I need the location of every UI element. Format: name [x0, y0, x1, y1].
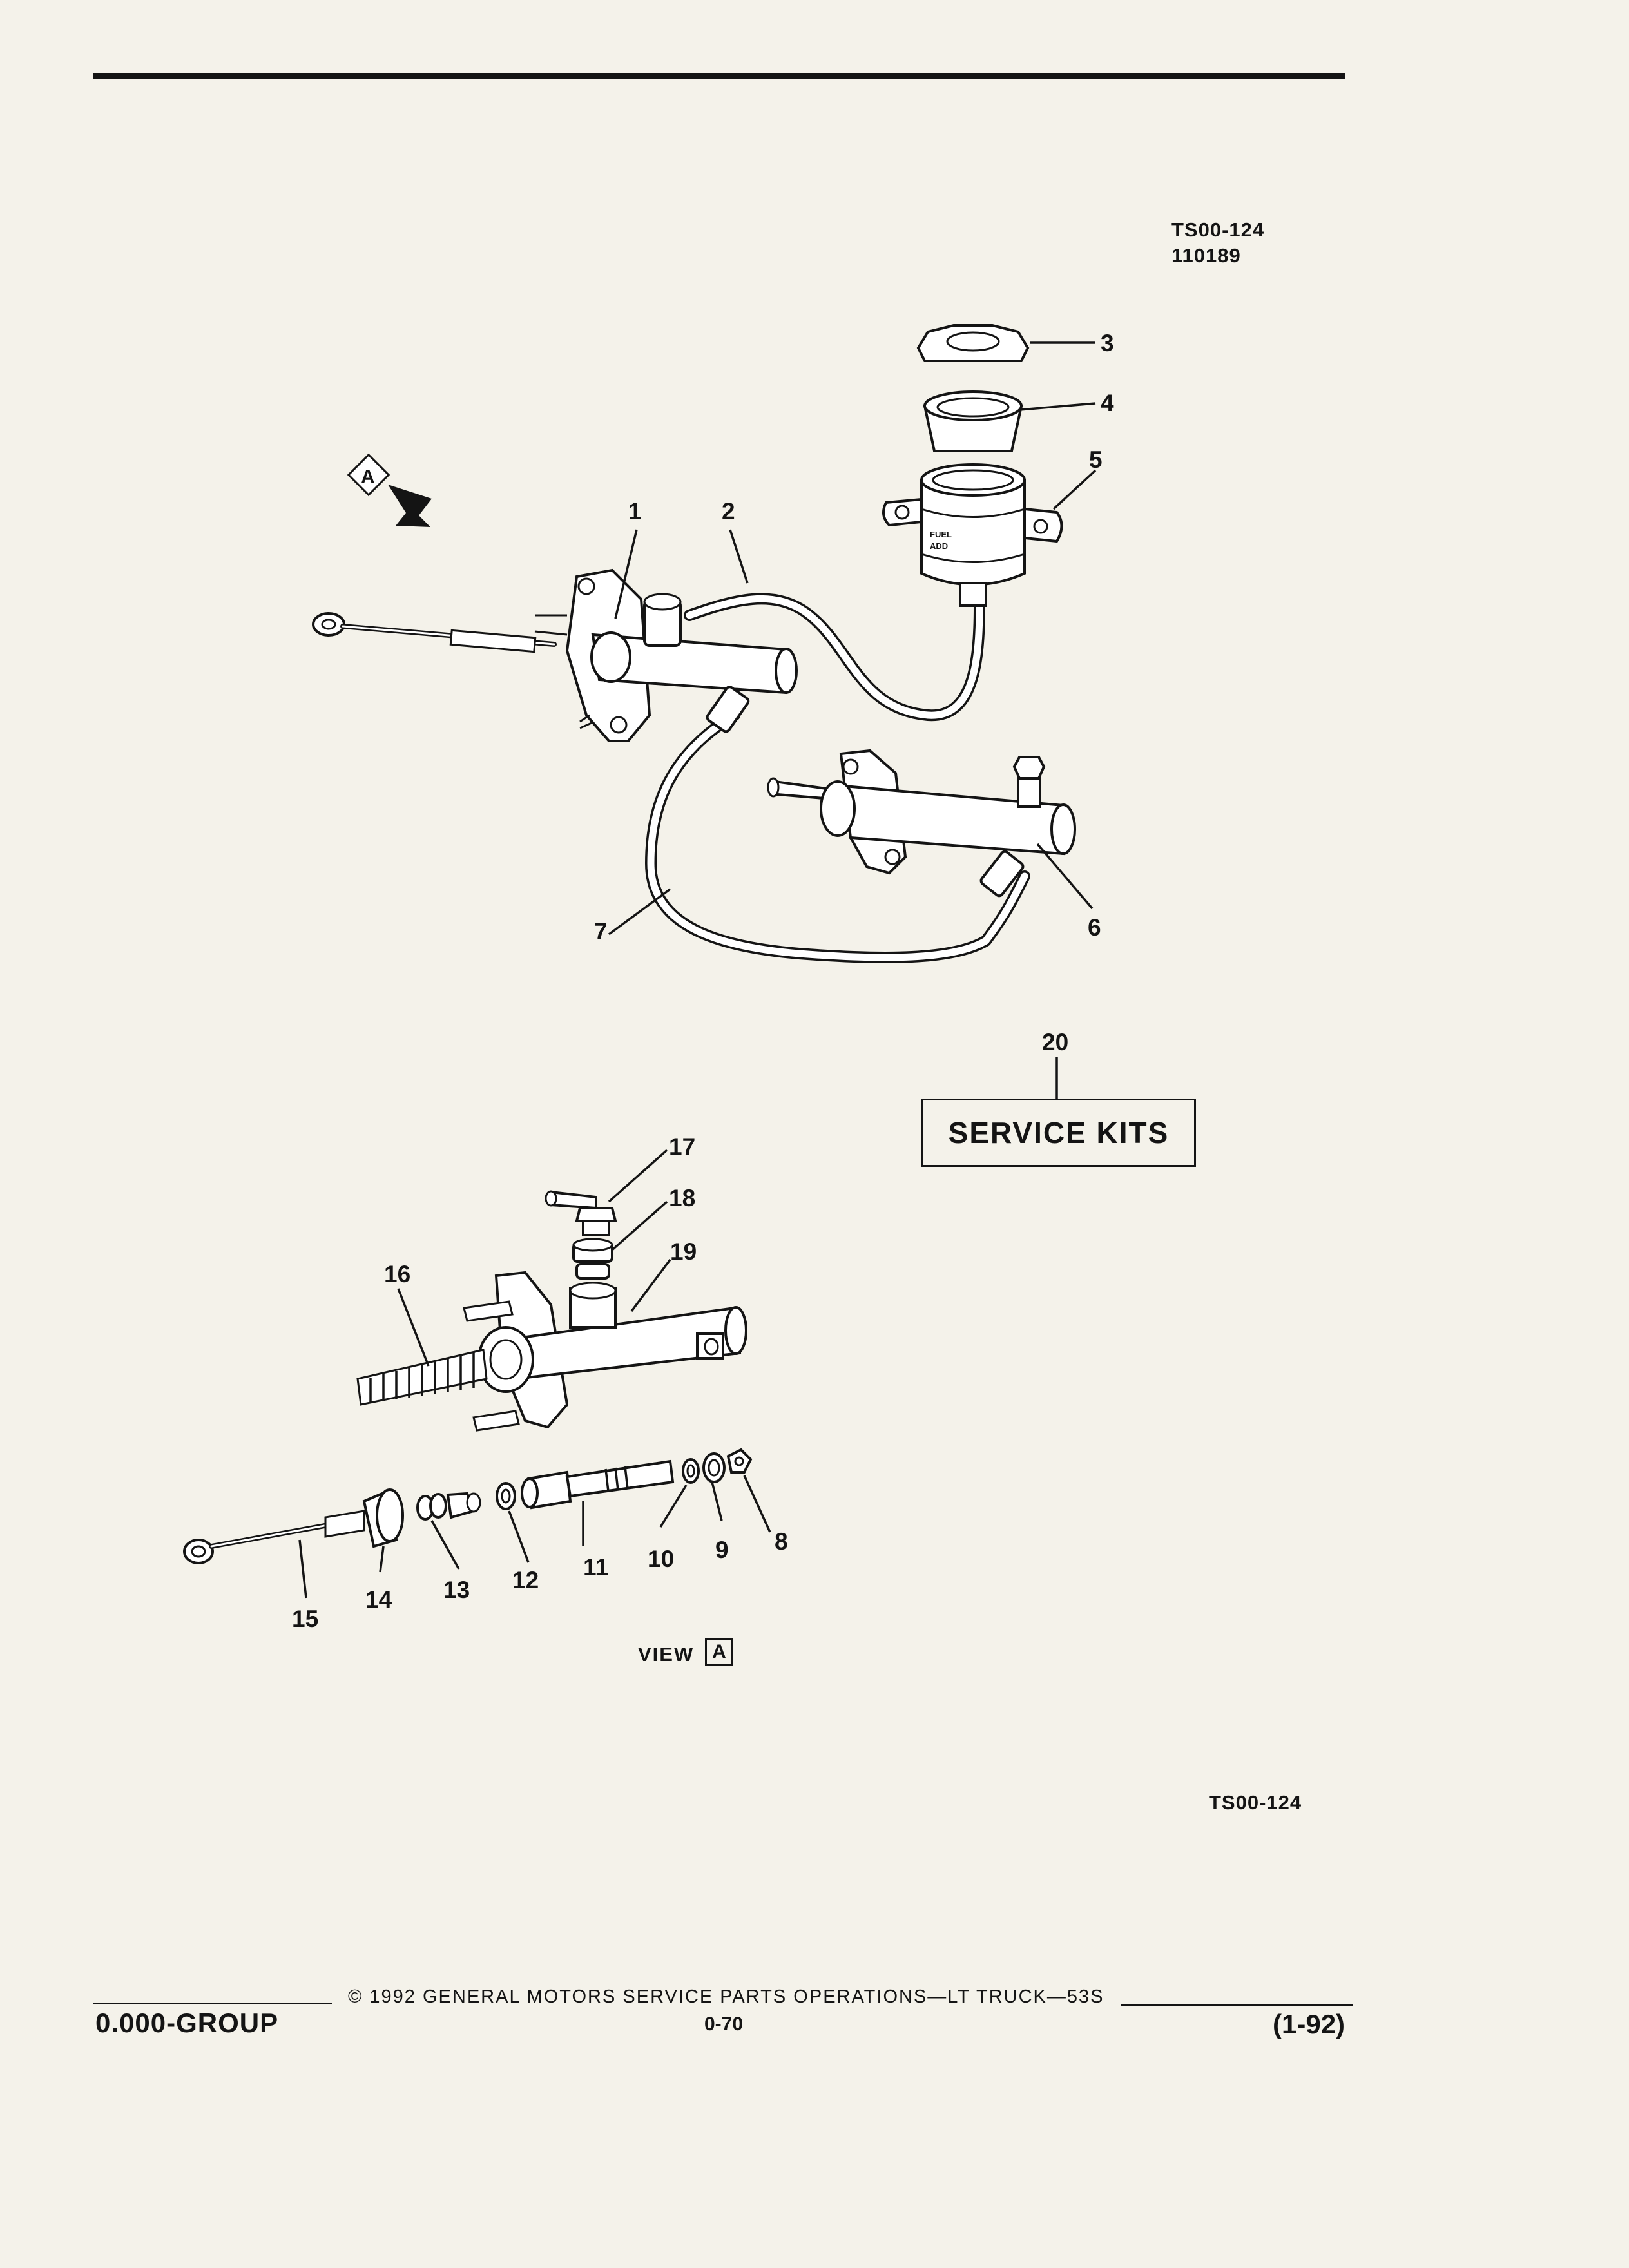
master-push-rod — [312, 612, 557, 653]
reservoir-add-mark: ADD — [930, 541, 948, 551]
master-cylinder-body — [463, 1271, 747, 1432]
view-letter-box: A — [705, 1638, 733, 1666]
service-kits-box: SERVICE KITS — [921, 1099, 1196, 1167]
snap-ring — [726, 1448, 753, 1474]
copyright-line: © 1992 GENERAL MOTORS SERVICE PARTS OPER… — [348, 1986, 1104, 2007]
callout-13: 13 — [443, 1577, 470, 1603]
reservoir-cap — [916, 324, 1030, 362]
fitting-seal — [572, 1238, 613, 1280]
upper-callout-leaders — [608, 341, 1097, 1099]
service-kits-label: SERVICE KITS — [948, 1116, 1170, 1149]
top-rule — [93, 73, 1345, 79]
revision-date: (1-92) — [1273, 2009, 1345, 2039]
callout-18: 18 — [669, 1185, 695, 1211]
illustration-date: 110189 — [1171, 244, 1241, 267]
callout-6: 6 — [1088, 914, 1101, 941]
view-a-arrow-icon: A — [347, 453, 432, 527]
callout-3: 3 — [1101, 330, 1114, 356]
callout-7: 7 — [594, 918, 608, 945]
fluid-reservoir: FUEL ADD — [882, 463, 1063, 607]
bleeder-fitting — [545, 1190, 617, 1236]
callout-16: 16 — [384, 1261, 410, 1287]
illustration-code: TS00-124 — [1171, 218, 1265, 241]
push-rod-assembly — [183, 1510, 365, 1564]
reservoir-diaphragm — [923, 390, 1023, 452]
piston — [521, 1459, 675, 1510]
primary-seal — [496, 1482, 516, 1510]
view-label: VIEW — [638, 1643, 695, 1666]
callout-19: 19 — [670, 1238, 697, 1265]
callout-1: 1 — [628, 498, 642, 524]
callout-14: 14 — [365, 1586, 392, 1613]
secondary-seal — [682, 1458, 700, 1484]
callout-2: 2 — [722, 498, 735, 524]
return-spring — [356, 1349, 488, 1406]
figure-code-bottom: TS00-124 — [1209, 1791, 1302, 1814]
footer-rule-left — [93, 2003, 332, 2004]
retainer — [416, 1492, 481, 1521]
callout-20: 20 — [1042, 1029, 1068, 1055]
slave-cylinder — [767, 749, 1076, 875]
callout-12: 12 — [512, 1567, 539, 1593]
callout-5: 5 — [1089, 447, 1103, 473]
reservoir-hose — [684, 593, 985, 722]
dust-boot — [362, 1488, 404, 1548]
callout-9: 9 — [715, 1537, 729, 1563]
footer-rule-right — [1121, 2004, 1353, 2006]
spring-seat — [702, 1452, 726, 1483]
hydraulic-pipe — [644, 686, 1030, 963]
callout-11: 11 — [583, 1554, 608, 1581]
illustration-reference: TS00-124 110189 — [1171, 217, 1264, 269]
callout-15: 15 — [292, 1606, 318, 1632]
lower-callout-leaders — [298, 1149, 771, 1599]
callout-10: 10 — [648, 1546, 674, 1572]
callout-17: 17 — [669, 1133, 695, 1160]
callout-8: 8 — [775, 1528, 788, 1555]
view-marker-letter: A — [361, 466, 375, 488]
page-number: 0-70 — [704, 2013, 744, 2035]
callout-4: 4 — [1101, 390, 1114, 416]
master-cylinder — [534, 568, 798, 742]
group-number: 0.000-GROUP — [95, 2008, 279, 2038]
reservoir-fuel-mark: FUEL — [930, 530, 952, 539]
